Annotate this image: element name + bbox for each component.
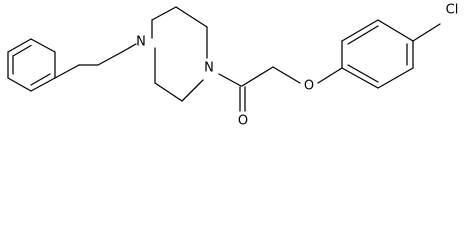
structure-diagram: N N O O Cl bbox=[7, 3, 459, 129]
bond bbox=[341, 19, 379, 42]
atom-n-benzyl: N bbox=[136, 35, 146, 50]
bond bbox=[181, 79, 204, 102]
bond bbox=[7, 77, 32, 92]
atom-o-ether: O bbox=[304, 79, 314, 94]
ether-aryl-bond bbox=[317, 67, 343, 84]
bond bbox=[341, 67, 379, 89]
double-bond-inner bbox=[347, 25, 379, 45]
atom-o-carbonyl: O bbox=[238, 114, 248, 129]
double-bond-inner bbox=[12, 44, 32, 57]
double-bond-inner bbox=[347, 64, 379, 83]
bond bbox=[7, 38, 32, 53]
aryl-cl-bond bbox=[412, 23, 441, 42]
ch2-up-bond bbox=[97, 51, 123, 66]
piperazine-ring bbox=[151, 6, 208, 102]
bond bbox=[151, 6, 177, 21]
ch2-to-n-bond bbox=[121, 43, 137, 53]
double-bond-inner bbox=[30, 73, 51, 86]
ch2-ether-bond bbox=[272, 66, 301, 84]
bond bbox=[175, 6, 208, 28]
benzyl-ch2-bond bbox=[54, 64, 80, 79]
bond bbox=[377, 67, 414, 89]
bond bbox=[30, 38, 56, 53]
atom-cl: Cl bbox=[446, 3, 459, 18]
bond bbox=[377, 19, 414, 42]
chlorophenyl-ring bbox=[341, 19, 414, 89]
benzene-ring bbox=[7, 38, 56, 92]
bond bbox=[154, 82, 183, 102]
bond bbox=[30, 77, 56, 92]
atom-n-amide: N bbox=[204, 61, 214, 76]
n-carbonyl-bond bbox=[218, 73, 242, 87]
carbonyl-ch2-bond bbox=[241, 66, 274, 87]
